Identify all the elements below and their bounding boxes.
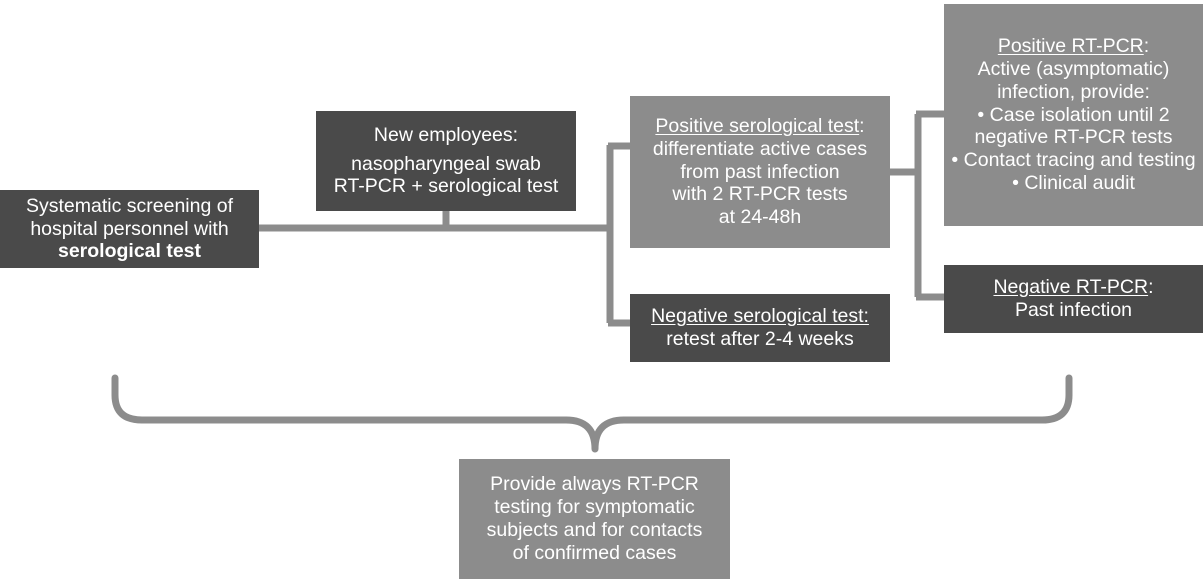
negative-rtpcr-header-colon: : xyxy=(1148,276,1154,299)
systematic-screening-line-1: Systematic screening of xyxy=(25,194,233,217)
always-rtpcr-line-2: testing for symptomatic xyxy=(494,496,695,519)
positive-rtpcr-line-1: Active (asymptomatic) xyxy=(977,57,1170,80)
box-positive-rtpcr[interactable]: Positive RT-PCR: Active (asymptomatic) i… xyxy=(944,4,1203,226)
box-negative-serological[interactable]: Negative serological test: retest after … xyxy=(630,294,890,362)
negative-serological-line-1: retest after 2-4 weeks xyxy=(666,328,854,350)
curly-brace-bottom xyxy=(111,374,1073,453)
negative-serological-header: Negative serological test: xyxy=(651,305,869,328)
positive-rtpcr-bullet-1b: negative RT-PCR tests xyxy=(974,126,1173,149)
new-employees-line-3: RT-PCR + serological test xyxy=(333,175,559,198)
positive-serological-header: Positive serological test: xyxy=(655,115,864,138)
positive-serological-line-1: differentiate active cases xyxy=(652,137,868,160)
box-new-employees[interactable]: New employees: nasopharyngeal swab RT-PC… xyxy=(316,111,576,211)
box-positive-serological[interactable]: Positive serological test: differentiate… xyxy=(630,96,890,248)
positive-rtpcr-bullet-2: • Contact tracing and testing xyxy=(951,149,1196,172)
positive-rtpcr-header-colon: : xyxy=(1143,35,1150,58)
positive-serological-line-3: with 2 RT-PCR tests xyxy=(672,183,848,206)
systematic-screening-line-3: serological test xyxy=(57,240,202,263)
positive-serological-header-colon: : xyxy=(859,114,865,137)
box-systematic-screening[interactable]: Systematic screening of hospital personn… xyxy=(0,190,259,268)
box-negative-rtpcr[interactable]: Negative RT-PCR: Past infection xyxy=(944,265,1203,333)
new-employees-line-1: New employees: xyxy=(373,123,519,146)
systematic-screening-line-2: hospital personnel with xyxy=(30,217,229,240)
positive-rtpcr-header: Positive RT-PCR: xyxy=(998,35,1149,58)
positive-rtpcr-bullet-1a: • Case isolation until 2 xyxy=(977,103,1170,126)
always-rtpcr-line-3: subjects and for contacts xyxy=(486,519,703,541)
positive-rtpcr-bullet-3: • Clinical audit xyxy=(1012,172,1135,195)
new-employees-line-2: nasopharyngeal swab xyxy=(351,152,541,175)
always-rtpcr-line-4: of confirmed cases xyxy=(512,541,677,564)
negative-rtpcr-header-text: Negative RT-PCR xyxy=(993,276,1149,299)
always-rtpcr-line-1: Provide always RT-PCR xyxy=(490,473,699,496)
box-always-rtpcr[interactable]: Provide always RT-PCR testing for sympto… xyxy=(459,459,730,579)
positive-serological-header-text: Positive serological test xyxy=(655,114,860,137)
negative-rtpcr-header: Negative RT-PCR: xyxy=(993,276,1153,299)
positive-rtpcr-line-2: infection, provide: xyxy=(997,80,1150,103)
positive-rtpcr-header-text: Positive RT-PCR xyxy=(997,35,1144,58)
positive-serological-line-2: from past infection xyxy=(680,160,840,183)
negative-rtpcr-line-1: Past infection xyxy=(1014,299,1133,321)
positive-serological-line-4: at 24-48h xyxy=(718,206,802,229)
